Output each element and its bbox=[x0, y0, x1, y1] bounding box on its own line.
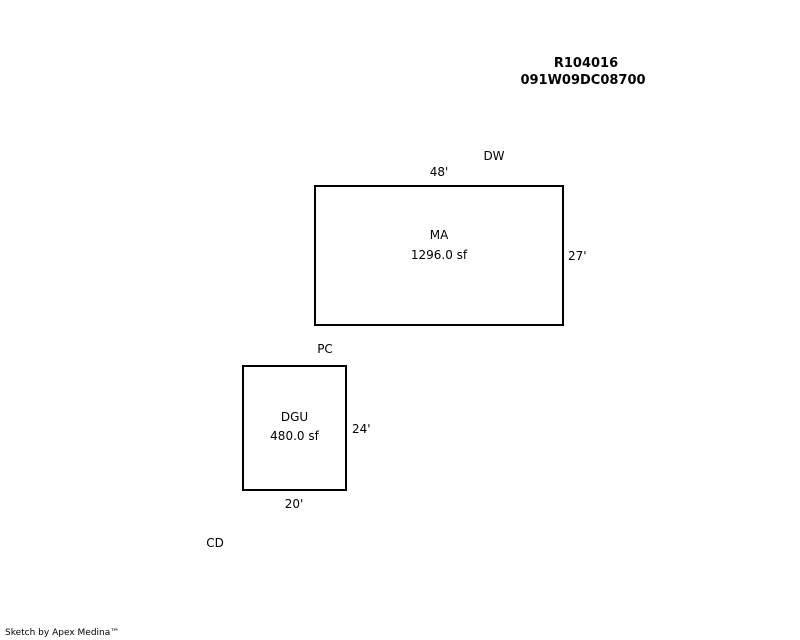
label-dw: DW bbox=[483, 149, 505, 163]
account-number: R104016 bbox=[553, 56, 619, 71]
ma-depth-dimension: 27' bbox=[568, 249, 587, 263]
footer-credit: Sketch by Apex Medina™ bbox=[5, 628, 120, 638]
area-dgu-size: 480.0 sf bbox=[270, 429, 319, 443]
area-dgu: DGU 480.0 sf bbox=[242, 365, 347, 491]
ma-width-dimension: 48' bbox=[429, 165, 449, 179]
label-cd: CD bbox=[206, 536, 224, 550]
dgu-depth-dimension: 24' bbox=[352, 422, 371, 436]
label-pc: PC bbox=[317, 342, 333, 356]
dgu-width-dimension: 20' bbox=[284, 497, 304, 511]
parcel-number: 091W09DC08700 bbox=[520, 73, 646, 88]
area-ma: MA 1296.0 sf bbox=[314, 185, 564, 326]
area-ma-code: MA bbox=[429, 228, 449, 242]
area-ma-size: 1296.0 sf bbox=[410, 248, 468, 262]
area-dgu-code: DGU bbox=[280, 410, 309, 424]
